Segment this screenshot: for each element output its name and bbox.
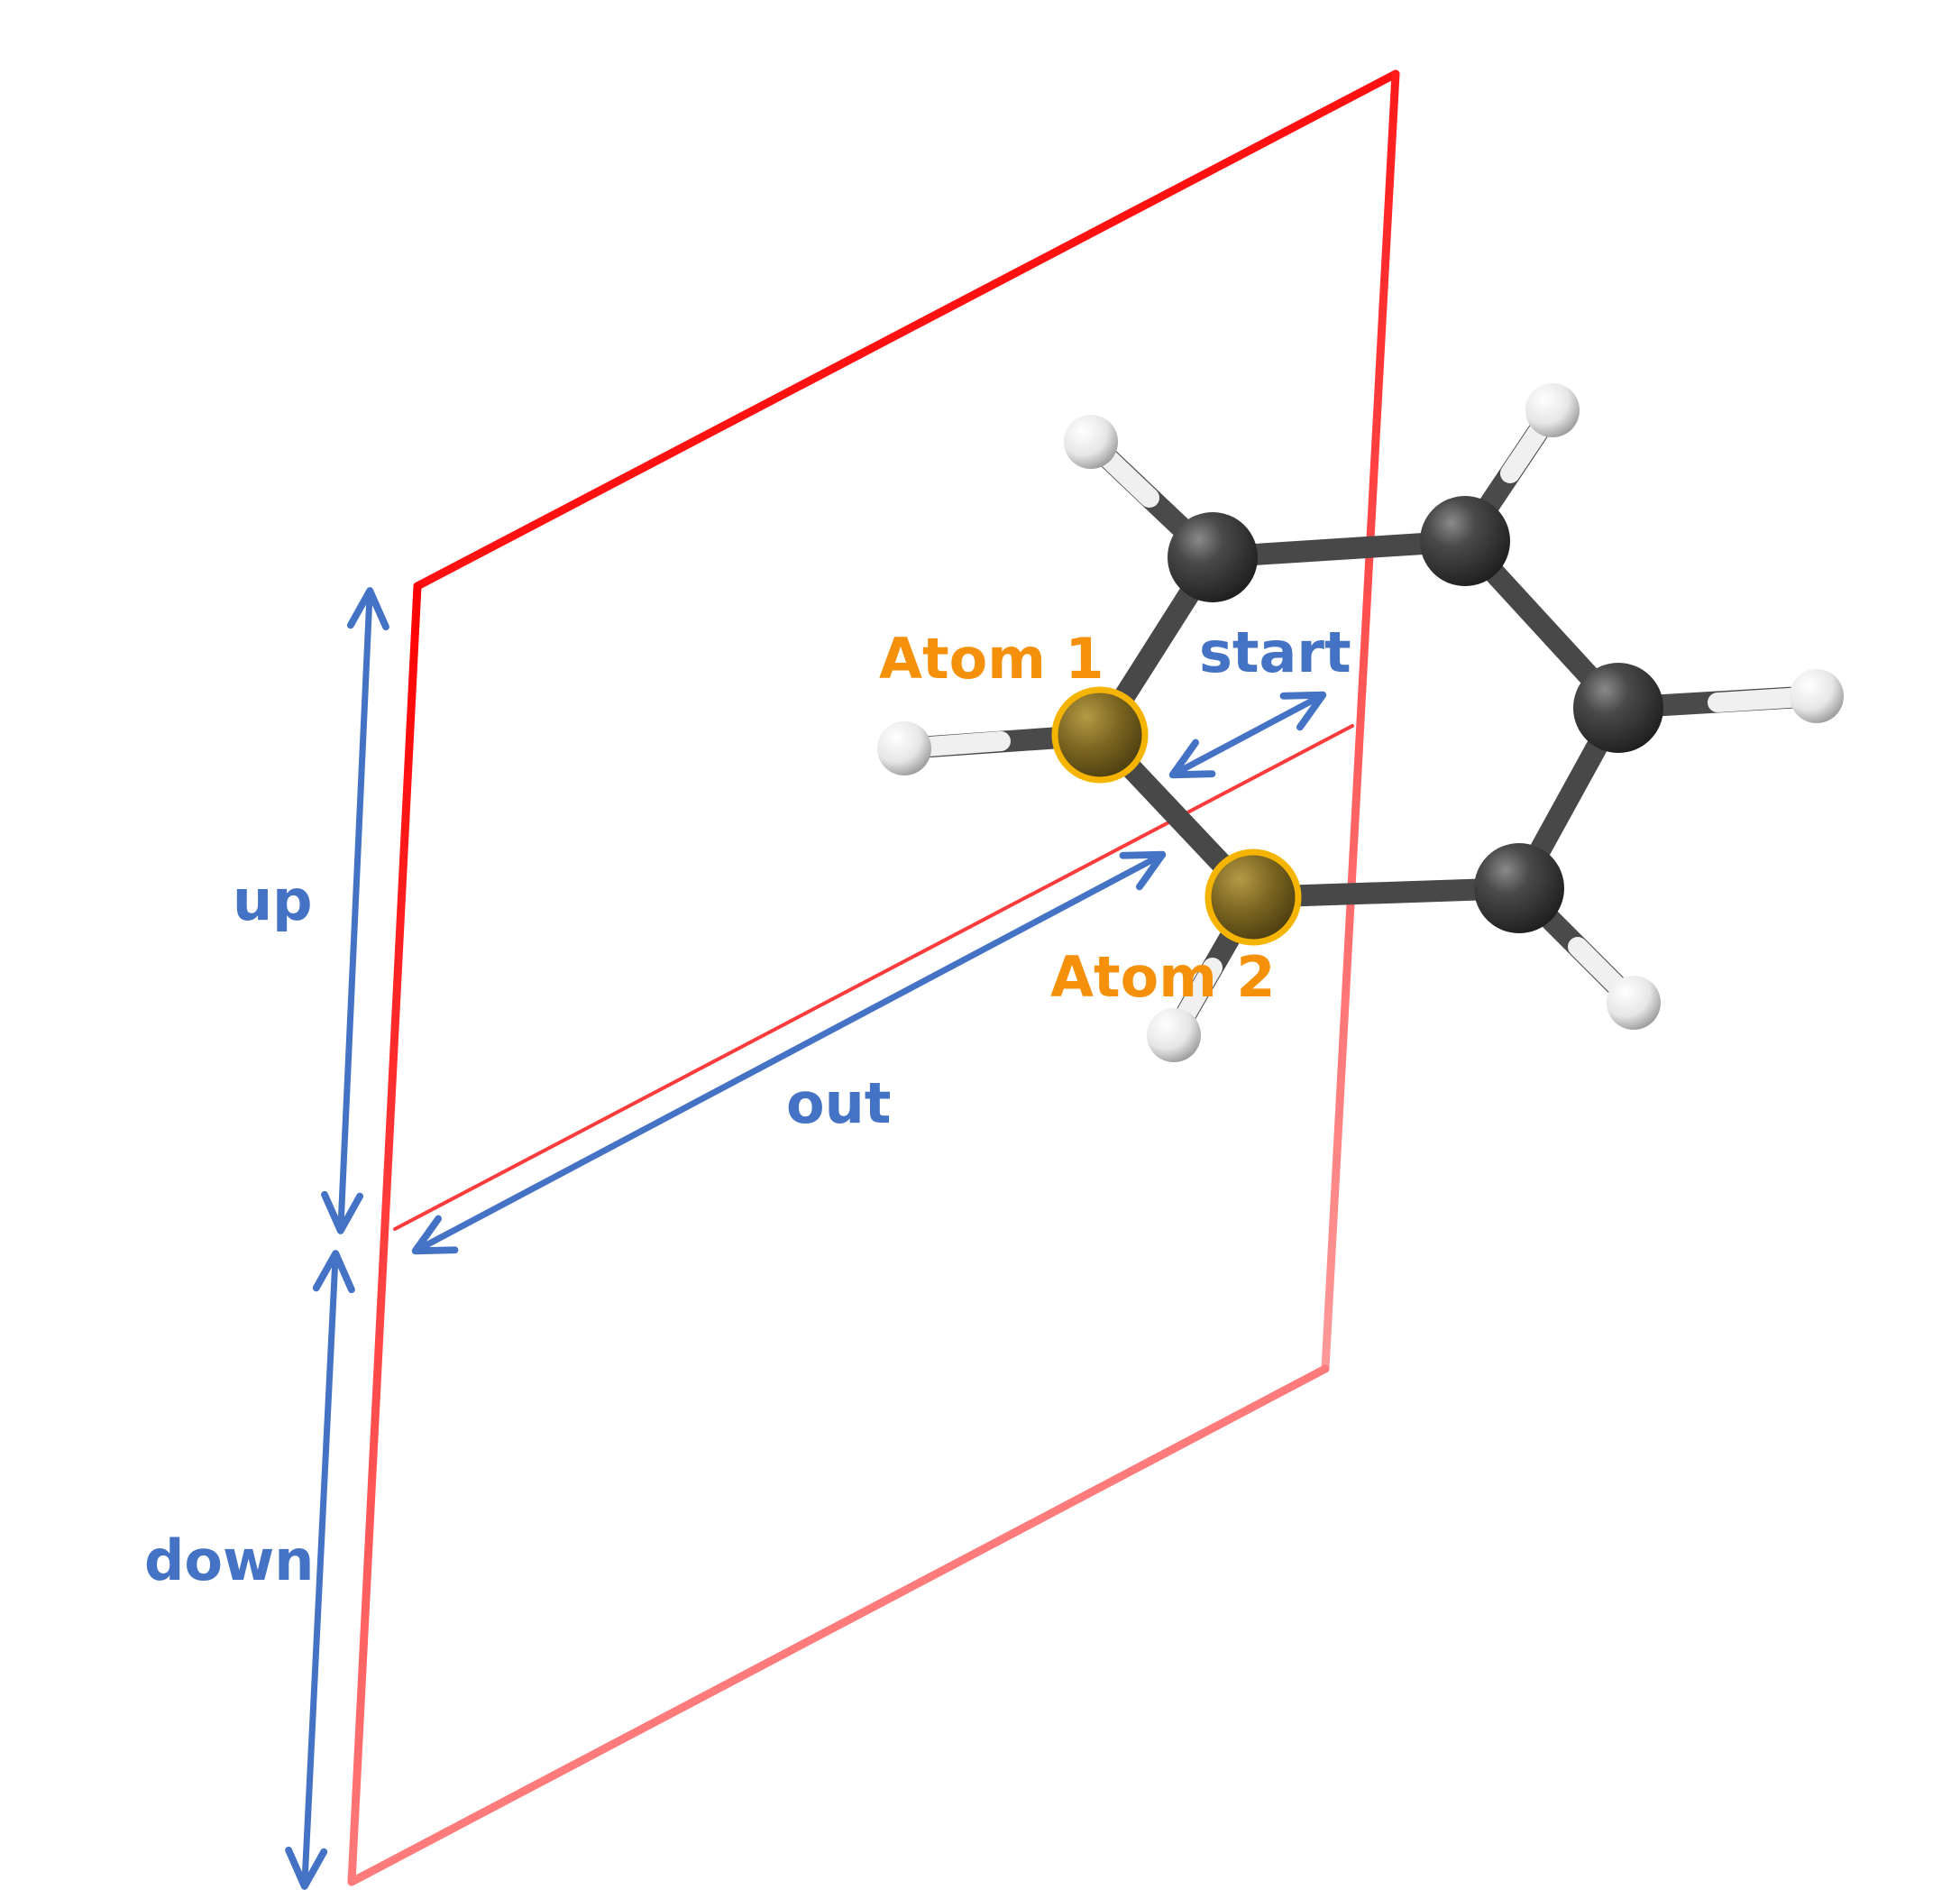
down-label: down	[144, 1527, 314, 1593]
carbon-atom	[1573, 663, 1663, 753]
start-arrow	[1168, 691, 1327, 779]
atom-2-marker	[1204, 849, 1302, 946]
atom-2-label: Atom 2	[1050, 944, 1276, 1010]
plane-edge-top	[413, 69, 1400, 591]
hydrogen-atom	[1525, 383, 1580, 437]
labels: Atom 1 Atom 2 start up out down	[144, 619, 1351, 1593]
plane-edge-bottom	[347, 1364, 1330, 1886]
hydrogen-atom	[1147, 1008, 1201, 1062]
carbon-atom	[1420, 496, 1510, 586]
arrows	[285, 587, 1327, 1890]
atoms	[877, 383, 1844, 1062]
plane-edge-right	[1321, 69, 1400, 1373]
carbon-atom	[1474, 843, 1564, 933]
down-arrow	[285, 1250, 355, 1890]
out-arrow	[411, 850, 1167, 1255]
atom-1-label: Atom 1	[879, 626, 1104, 692]
hydrogen-atom	[877, 721, 931, 775]
hydrogen-atom	[1790, 669, 1844, 723]
out-label: out	[786, 1070, 891, 1136]
carbon-atom	[1168, 512, 1258, 602]
hydrogen-atom	[1064, 415, 1118, 469]
up-label: up	[233, 867, 313, 933]
hydrogen-atom	[1607, 976, 1661, 1030]
atom-1-marker	[1051, 686, 1149, 784]
start-label: start	[1199, 619, 1351, 685]
molecule	[877, 383, 1844, 1062]
up-arrow	[321, 587, 389, 1234]
